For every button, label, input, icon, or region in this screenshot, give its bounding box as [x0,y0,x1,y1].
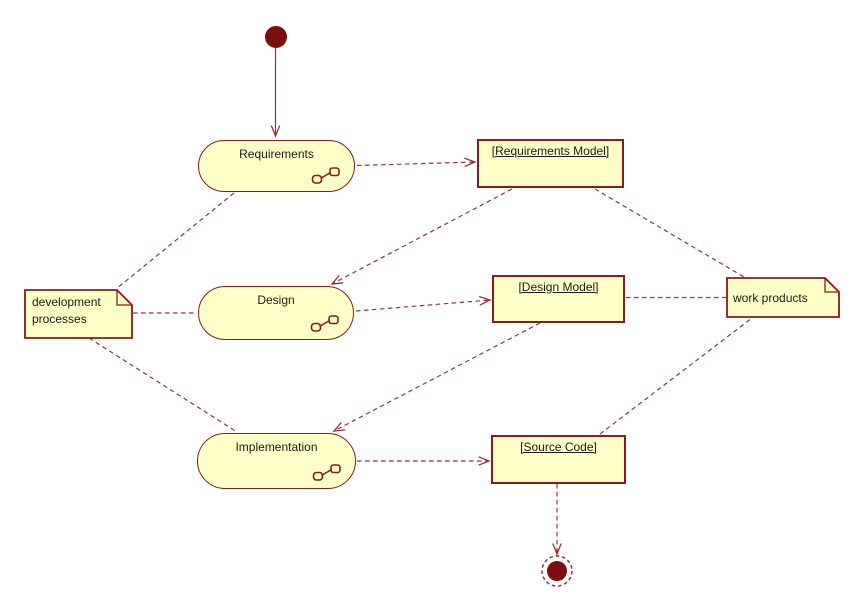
activity-design[interactable]: Design [198,286,354,340]
note-shape [726,277,840,318]
anchor-source-code-to-work-products [599,317,753,435]
activity-implementation-label: Implementation [235,440,318,454]
activity-implementation[interactable]: Implementation [197,433,356,489]
final-state-dot [547,561,567,581]
note-shape [24,289,133,339]
edge-requirements-to-requirements-model [356,162,475,166]
activity-design-label: Design [257,293,295,307]
object-node-requirements-model[interactable]: [Requirements Model] [477,139,624,188]
final-state-ring [541,555,573,587]
final-state[interactable] [541,555,573,587]
edge-requirements-model-to-design [332,188,513,284]
note-development-processes[interactable] [24,289,133,339]
edge-design-to-design-model [355,300,490,312]
object-source-code-label: [Source Code] [520,440,597,454]
note-work-products[interactable] [726,277,840,318]
subactivity-icon [312,464,341,481]
object-requirements-model-label: [Requirements Model] [491,144,610,158]
note-development-processes-label: development processes [32,295,101,326]
subactivity-icon [310,315,339,332]
object-node-design-model[interactable]: [Design Model] [492,275,625,323]
initial-state[interactable] [265,26,287,48]
edge-design-model-to-implementation [334,322,541,431]
anchor-requirements-to-development-processes [115,192,235,290]
subactivity-icon [311,167,340,184]
note-fold-corner [824,278,839,293]
activity-requirements[interactable]: Requirements [198,140,355,192]
note-fold-corner [116,290,132,306]
object-node-source-code[interactable]: [Source Code] [491,435,626,484]
object-design-model-label: [Design Model] [518,280,599,294]
anchor-requirements-model-to-work-products [594,188,745,278]
note-work-products-label: work products [733,291,808,305]
anchor-development-processes-to-implementation [88,337,238,433]
activity-requirements-label: Requirements [239,147,314,161]
